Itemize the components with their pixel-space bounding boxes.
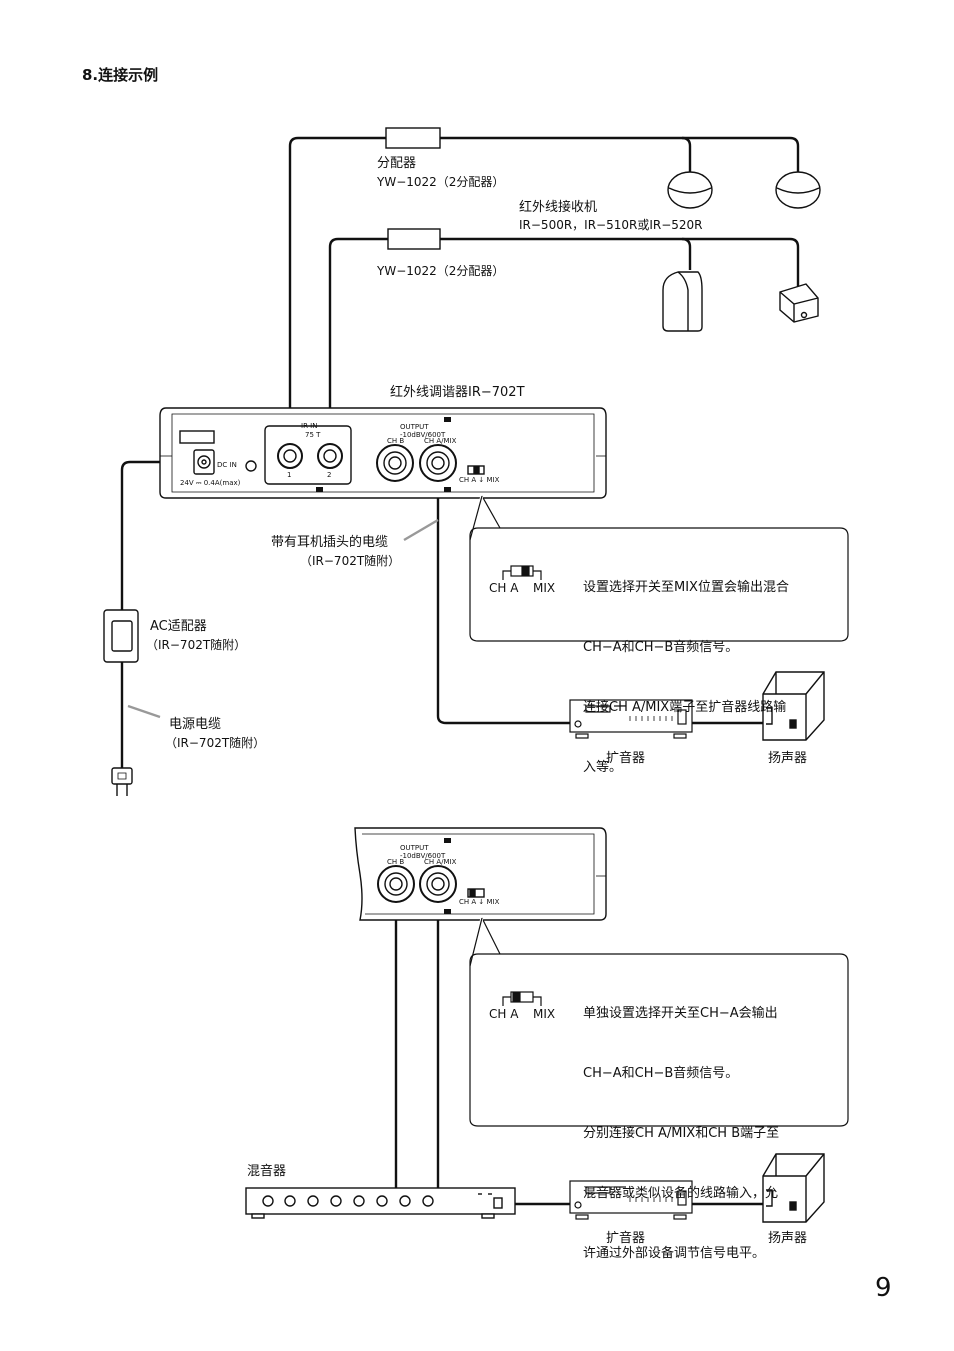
callout2-switch-right: MIX: [533, 1007, 556, 1021]
adapter-note: （IR−702T随附）: [146, 638, 247, 652]
callout2-line: 单独设置选择开关至CH−A会输出: [583, 1006, 778, 1021]
panel-output: OUTPUT: [400, 423, 429, 431]
receiver-label: 红外线接收机: [519, 200, 598, 215]
callout1-switch-left: CH A: [489, 581, 519, 595]
panel2-switch-label: CH A ↓ MIX: [459, 898, 500, 906]
panel2-output: OUTPUT: [400, 844, 429, 852]
callout2-line: 混音器或类似设备的线路输入，允: [583, 1186, 779, 1201]
mixer-label: 混音器: [247, 1164, 287, 1179]
panel2-output-sub: -10dBV/600T: [400, 852, 446, 860]
cable-label: 带有耳机插头的电缆: [271, 535, 389, 550]
callout1-line: CH−A和CH−B音频信号。: [583, 640, 739, 655]
amplifier2-label: 扩音器: [606, 1231, 646, 1246]
panel-jack-2: 2: [327, 471, 332, 479]
distributor-model-top: YW−1022（2分配器）: [377, 175, 505, 189]
power-cable-note: （IR−702T随附）: [165, 736, 266, 750]
panel-switch-label: CH A ↓ MIX: [459, 476, 500, 484]
panel-ir-in-label: IR IN: [301, 422, 318, 430]
callout1-switch-right: MIX: [533, 581, 556, 595]
panel-output-sub: -10dBV/600T: [400, 431, 446, 439]
adapter-label: AC适配器: [150, 619, 207, 634]
speaker-label: 扬声器: [768, 751, 808, 766]
callout1-line: 连接CH A/MIX端子至扩音器线路输: [583, 700, 787, 715]
panel2-cha-mix: CH A/MIX: [424, 858, 457, 866]
receiver-models: IR−500R，IR−510R或IR−520R: [519, 218, 703, 232]
power-cable-label: 电源电缆: [169, 717, 222, 732]
panel2-chb: CH B: [387, 858, 405, 866]
callout1-line: 入等。: [583, 760, 623, 775]
callout2-switch-left: CH A: [489, 1007, 519, 1021]
callout2-line: 分别连接CH A/MIX和CH B端子至: [583, 1126, 780, 1141]
callout1-text: 设置选择开关至MIX位置会输出混合 CH−A和CH−B音频信号。 连接CH A/…: [583, 538, 789, 818]
panel-chb: CH B: [387, 437, 405, 445]
callout2-text: 单独设置选择开关至CH−A会输出 CH−A和CH−B音频信号。 分别连接CH A…: [583, 964, 779, 1304]
amplifier-label: 扩音器: [606, 751, 646, 766]
callout2-line: CH−A和CH−B音频信号。: [583, 1066, 739, 1081]
callout1-line: 设置选择开关至MIX位置会输出混合: [583, 580, 789, 595]
page-number: 9: [875, 1273, 892, 1303]
speaker2-label: 扬声器: [768, 1231, 808, 1246]
callout2-line: 许通过外部设备调节信号电平。: [583, 1246, 766, 1261]
panel-cha-mix: CH A/MIX: [424, 437, 457, 445]
panel-jack-1: 1: [287, 471, 292, 479]
tuner-label: 红外线调谐器IR−702T: [390, 385, 525, 400]
cable-note: （IR−702T随附）: [300, 554, 401, 568]
section-heading: 8.连接示例: [82, 66, 159, 84]
panel-ir-in-sub: 75 T: [305, 431, 321, 439]
panel-dc-spec: 24V ⎓ 0.4A(max): [180, 479, 241, 487]
distributor-model-bottom: YW−1022（2分配器）: [377, 264, 505, 278]
distributor-label: 分配器: [377, 156, 417, 171]
panel-dc-in: DC IN: [217, 461, 237, 469]
